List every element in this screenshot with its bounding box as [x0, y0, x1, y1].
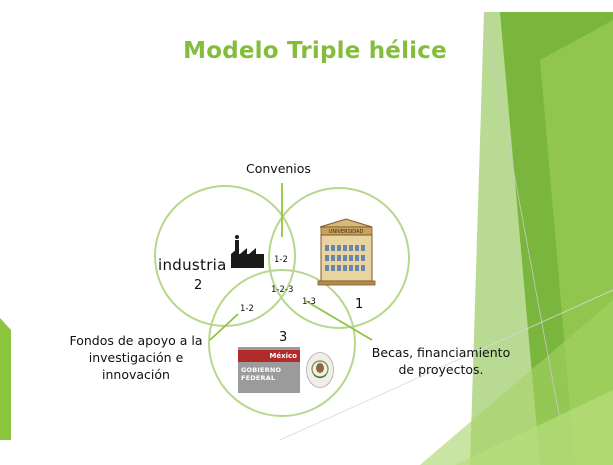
circle-number-1: 1 [355, 297, 364, 312]
callout-fondos: Fondos de apoyo a la investigación e inn… [61, 332, 211, 383]
government-logo-icon: México GOBIERNO FEDERAL [238, 347, 336, 393]
slide-title: Modelo Triple hélice [183, 38, 447, 64]
factory-icon [231, 235, 264, 268]
callout-fondos-line1: Fondos de apoyo a la [69, 333, 203, 348]
callout-becas-line2: de proyectos. [398, 362, 484, 377]
callout-line-fondos [209, 313, 239, 341]
national-seal-icon [306, 352, 334, 388]
university-building-icon: UNIVERSIDAD [317, 218, 376, 286]
industria-label: industria [158, 256, 227, 274]
circle-gobierno [208, 269, 356, 417]
callout-convenios: Convenios [246, 161, 311, 176]
callout-becas-line1: Becas, financiamiento [371, 345, 511, 360]
left-green-accent [0, 318, 11, 440]
gov-logo-name: GOBIERNO FEDERAL [241, 366, 299, 382]
university-sign-text: UNIVERSIDAD [329, 229, 364, 235]
thin-line-2 [279, 289, 613, 441]
intersection-1-2-3: 1-2-3 [271, 285, 294, 295]
circle-number-3: 3 [279, 330, 288, 345]
bottom-right-shape-2 [455, 390, 613, 465]
gov-logo-country: México [238, 350, 300, 362]
intersection-1-3: 1-3 [302, 297, 316, 307]
thin-line [483, 11, 561, 421]
callout-fondos-line3: innovación [102, 367, 170, 382]
callout-becas: Becas, financiamiento de proyectos. [356, 344, 526, 378]
gov-logo-line2: FEDERAL [241, 374, 276, 382]
callout-line-becas [305, 300, 373, 341]
callout-fondos-line2: investigación e [88, 350, 184, 365]
circle-number-2: 2 [194, 278, 203, 293]
intersection-2-3: 1-2 [240, 304, 254, 314]
intersection-1-2-top: 1-2 [274, 255, 288, 265]
circle-universidad [268, 187, 410, 329]
gov-logo-line1: GOBIERNO [241, 366, 282, 374]
